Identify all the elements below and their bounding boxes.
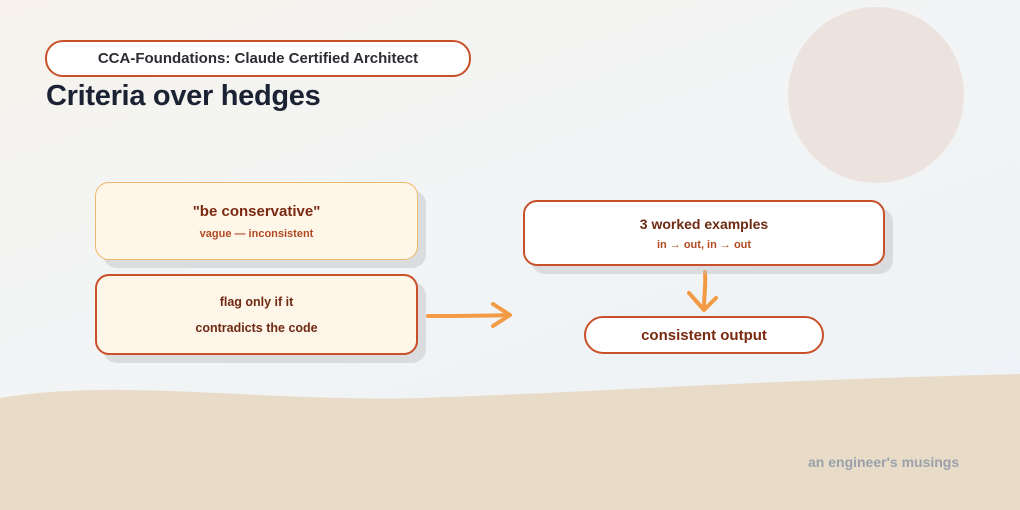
output-box: consistent output <box>584 316 824 354</box>
criteria-box-line-2: contradicts the code <box>195 320 318 335</box>
course-badge: CCA-Foundations: Claude Certified Archit… <box>45 40 471 77</box>
examples-box-label: 3 worked examples <box>639 215 769 232</box>
criteria-box-line-1: flag only if it <box>219 294 294 309</box>
right-arrow-icon <box>426 302 512 328</box>
footer-signature: an engineer's musings <box>808 454 960 470</box>
sand-wave <box>0 374 1020 510</box>
examples-box: 3 worked examples in → out, in → out <box>523 200 885 266</box>
hedge-box-caption: vague — inconsistent <box>199 227 314 240</box>
page-title: Criteria over hedges <box>46 80 321 112</box>
output-box-label: consistent output <box>641 326 767 344</box>
criteria-box: flag only if it contradicts the code <box>95 274 418 355</box>
course-badge-label: CCA-Foundations: Claude Certified Archit… <box>97 50 419 67</box>
hedge-box-label: "be conservative" <box>192 202 321 220</box>
decorative-circle <box>788 7 964 183</box>
examples-box-caption: in → out, in → out <box>656 238 752 251</box>
down-arrow-icon <box>687 270 718 312</box>
hedge-box: "be conservative" vague — inconsistent <box>95 182 418 260</box>
